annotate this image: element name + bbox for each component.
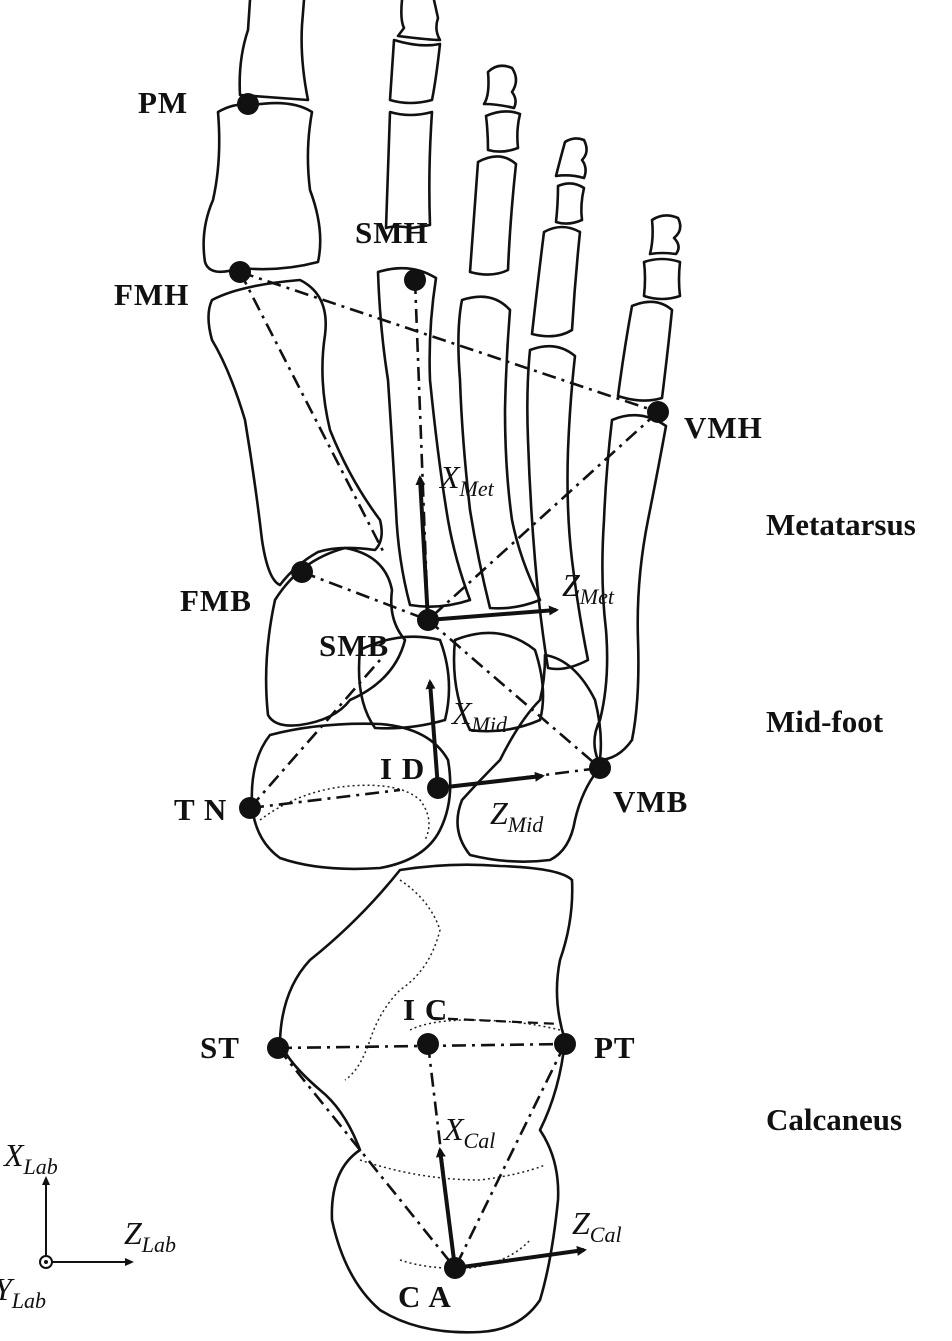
smb-point xyxy=(417,609,439,631)
met-x-axis-arrow xyxy=(415,475,430,621)
midfoot-axes xyxy=(425,679,545,790)
fmh-point xyxy=(229,261,251,283)
label-ca: C A xyxy=(398,1279,452,1314)
label-st: ST xyxy=(200,1030,240,1065)
ic-point xyxy=(417,1033,439,1055)
calcaneus-axes xyxy=(435,1147,587,1270)
pt-point xyxy=(554,1033,576,1055)
label-smb: SMB xyxy=(319,628,389,663)
label-vmh: VMH xyxy=(684,410,763,445)
st-point xyxy=(267,1037,289,1059)
axis-label-x-met: XMet xyxy=(438,459,495,501)
cal-x-axis-arrow xyxy=(435,1147,457,1269)
ca-point xyxy=(444,1257,466,1279)
axis-label-y-lab: YLab xyxy=(0,1271,46,1313)
label-pm: PM xyxy=(138,85,188,120)
foot-skeleton-outline xyxy=(202,0,682,1334)
axis-label-x-mid: XMid xyxy=(450,695,508,737)
axis-label-z-cal: ZCal xyxy=(572,1205,622,1247)
segment-label-metatarsus: Metatarsus xyxy=(766,507,916,542)
label-tn: T N xyxy=(174,792,227,827)
met-z-axis-arrow xyxy=(427,605,559,622)
mid-x-axis-arrow xyxy=(425,679,440,789)
lab-coordinate-frame xyxy=(39,1176,134,1269)
tn-point xyxy=(239,797,261,819)
label-id: I D xyxy=(380,751,425,786)
id-point xyxy=(427,777,449,799)
axis-label-z-lab: ZLab xyxy=(124,1215,176,1257)
mid-z-axis-arrow xyxy=(437,771,545,790)
landmark-labels: PM FMH SMH VMH FMB SMB T N I D VMB ST I … xyxy=(114,85,763,1314)
axis-labels: XMet ZMet XMid ZMid XCal ZCal XLab ZLab … xyxy=(0,459,622,1313)
label-pt: PT xyxy=(594,1030,636,1065)
axis-label-z-met: ZMet xyxy=(562,567,615,609)
axis-label-z-mid: ZMid xyxy=(490,795,544,837)
pm-point xyxy=(237,93,259,115)
label-fmb: FMB xyxy=(180,583,252,618)
vmh-point xyxy=(647,401,669,423)
label-smh: SMH xyxy=(355,215,429,250)
vmb-point xyxy=(589,757,611,779)
segment-label-midfoot: Mid-foot xyxy=(766,704,884,739)
label-vmb: VMB xyxy=(613,784,688,819)
smh-point xyxy=(404,269,426,291)
metatarsus-axes xyxy=(415,475,559,622)
segment-label-calcaneus: Calcaneus xyxy=(766,1102,902,1137)
landmark-points xyxy=(229,93,669,1279)
cal-z-axis-arrow xyxy=(454,1246,587,1270)
segment-labels: Metatarsus Mid-foot Calcaneus xyxy=(766,507,916,1137)
axis-label-x-lab: XLab xyxy=(2,1137,58,1179)
label-fmh: FMH xyxy=(114,277,189,312)
axis-label-x-cal: XCal xyxy=(442,1111,495,1153)
label-ic: I C xyxy=(403,992,448,1027)
fmb-point xyxy=(291,561,313,583)
